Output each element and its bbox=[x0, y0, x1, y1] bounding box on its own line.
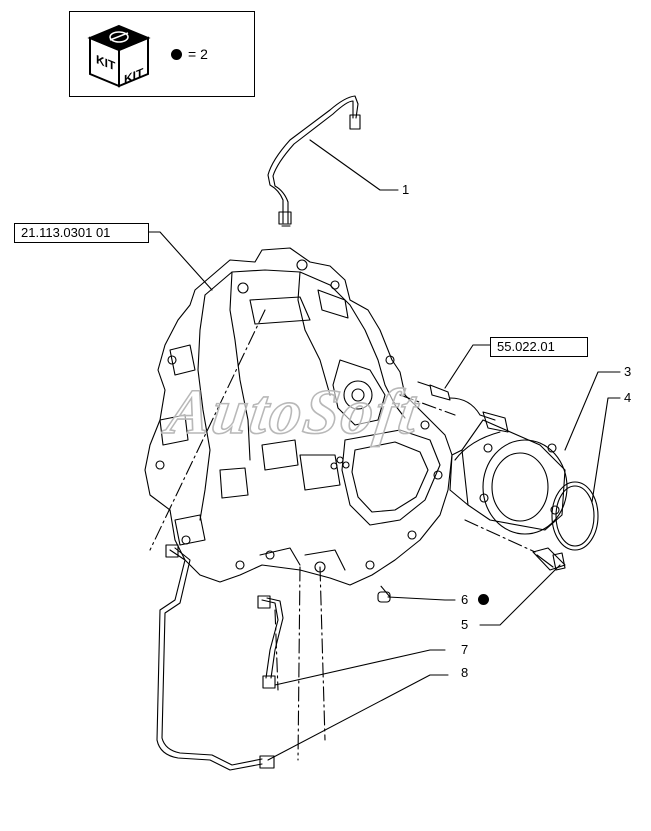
pipe-1 bbox=[267, 95, 361, 227]
callout-3[interactable]: 3 bbox=[624, 364, 632, 379]
callout-5[interactable]: 5 bbox=[461, 617, 469, 632]
sensor-reference-text: 55.022.01 bbox=[497, 339, 555, 354]
kit-quantity-text: = 2 bbox=[188, 46, 208, 62]
callout-6-dot-icon bbox=[478, 594, 489, 605]
transmission-housing bbox=[144, 247, 453, 586]
callout-7[interactable]: 7 bbox=[461, 642, 469, 657]
kit-box: KIT KIT = 2 bbox=[69, 11, 255, 97]
o-ring-4 bbox=[551, 481, 599, 551]
housing-reference-text: 21.113.0301 01 bbox=[21, 225, 111, 240]
alignment-lines bbox=[149, 309, 536, 761]
leader-lines bbox=[148, 139, 621, 761]
kit-cube-icon: KIT KIT bbox=[87, 24, 151, 88]
cover-3 bbox=[449, 419, 568, 535]
callout-8[interactable]: 8 bbox=[461, 665, 469, 680]
pipe-7 bbox=[257, 595, 284, 689]
kit-dot-icon bbox=[171, 48, 182, 60]
callout-1[interactable]: 1 bbox=[402, 182, 410, 197]
speed-sensor bbox=[417, 381, 509, 433]
sensor-reference-box[interactable]: 55.022.01 bbox=[490, 337, 588, 357]
kit-quantity: = 2 bbox=[171, 46, 208, 62]
housing-reference-box[interactable]: 21.113.0301 01 bbox=[14, 223, 149, 243]
callout-6[interactable]: 6 bbox=[461, 592, 469, 607]
screw-5 bbox=[532, 547, 566, 571]
pipe-8 bbox=[156, 544, 275, 771]
callout-4[interactable]: 4 bbox=[624, 390, 632, 405]
